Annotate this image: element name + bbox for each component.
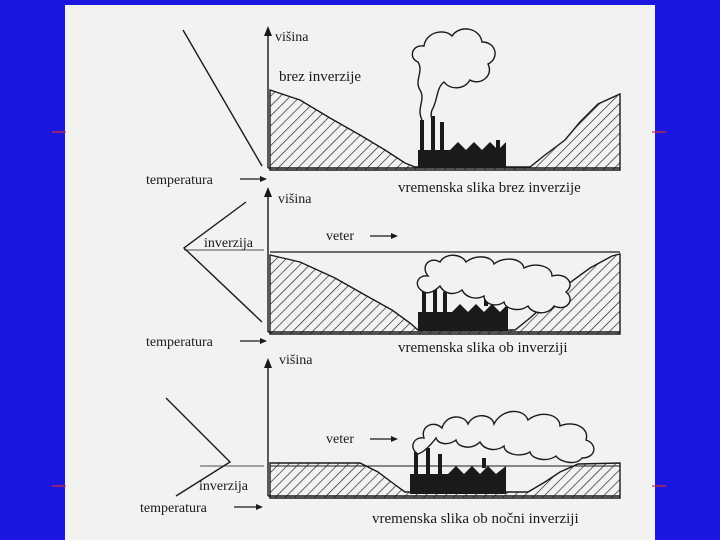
caption: vremenska slika ob inverziji	[398, 340, 568, 356]
temperature-label: temperatura	[146, 335, 214, 350]
height-axis-label: višina	[278, 192, 312, 207]
caption: vremenska slika brez inverzije	[398, 180, 581, 196]
inside-label: brez inverzije	[279, 69, 361, 85]
inversion-label: inverzija	[199, 479, 249, 494]
temperature-label: temperatura	[140, 501, 208, 516]
temperature-label: temperatura	[146, 173, 214, 188]
wind-label: veter	[326, 229, 354, 244]
height-axis-label: višina	[279, 353, 313, 368]
wind-label: veter	[326, 432, 354, 447]
height-axis-label: višina	[275, 30, 309, 45]
inversion-label: inverzija	[204, 236, 254, 251]
caption: vremenska slika ob nočni inverziji	[372, 511, 579, 527]
